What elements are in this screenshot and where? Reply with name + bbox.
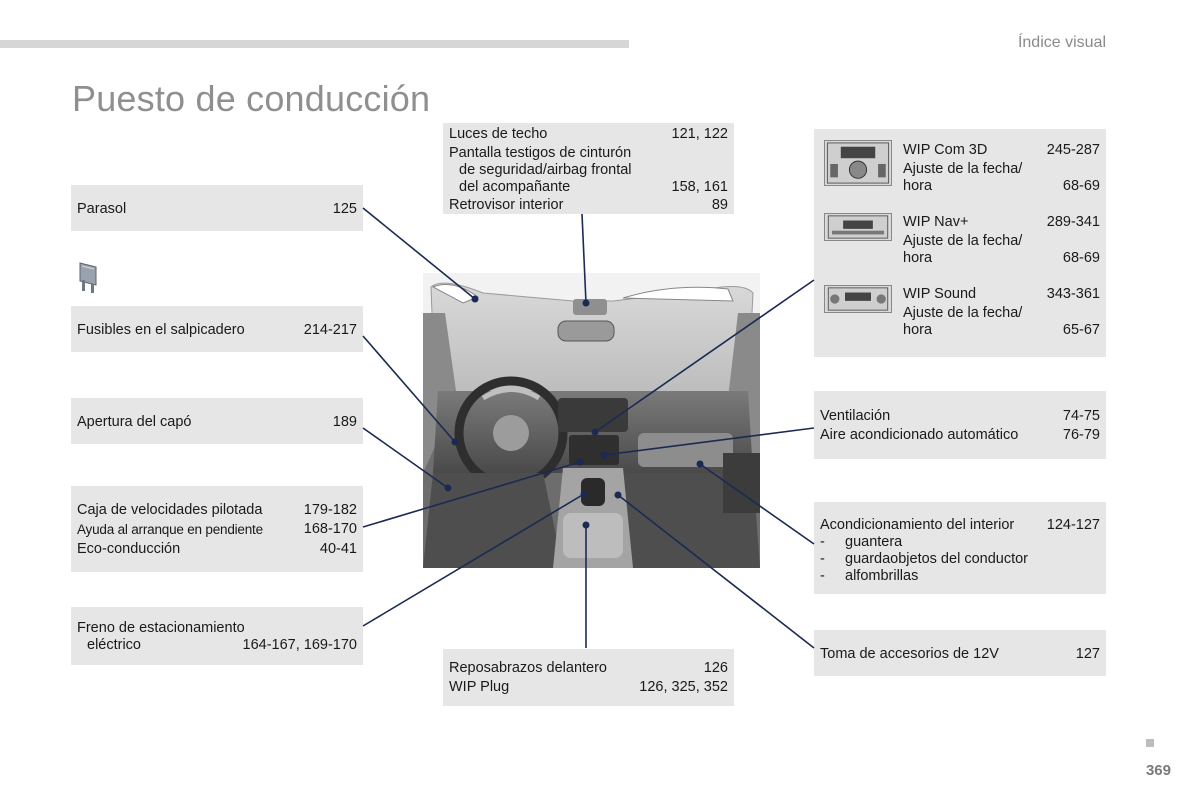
wip-nav-sub-page[interactable]: 68-69 (1062, 250, 1100, 266)
section-label: Índice visual (1017, 34, 1106, 51)
wip-com-3d-sub1: Ajuste de la fecha/ (903, 161, 1023, 177)
toma-page[interactable]: 127 (1075, 646, 1100, 662)
wip-plug-page[interactable]: 126, 325, 352 (639, 679, 728, 695)
box-fusibles: Fusibles en el salpicadero 214-217 (71, 306, 363, 352)
box-freno: Freno de estacionamiento eléctrico 164-16… (71, 607, 363, 665)
fuse-icon (79, 262, 97, 293)
box-ventilacion: Ventilación 74-75 Aire acondicionado auto… (814, 391, 1106, 459)
fusibles-page[interactable]: 214-217 (303, 322, 357, 338)
fusibles-label: Fusibles en el salpicadero (77, 322, 245, 338)
aire-acondicionado-page[interactable]: 76-79 (1062, 427, 1100, 443)
box-luces: Luces de techo 121, 122 Pantalla testigos… (443, 123, 734, 214)
box-acondicionamiento: Acondicionamiento del interior 124-127 -g… (814, 502, 1106, 594)
acondicionamiento-label: Acondicionamiento del interior (820, 517, 1015, 533)
acondicionamiento-page[interactable]: 124-127 (1046, 517, 1100, 533)
luces-page[interactable]: 121, 122 (671, 126, 728, 142)
acond-item-1: -guardaobjetos del conductor (820, 551, 1028, 567)
luces-label: Luces de techo (449, 126, 548, 142)
aire-acondicionado-label: Aire acondicionado automático (820, 427, 1019, 443)
top-rule (0, 40, 629, 48)
caja-page-1[interactable]: 168-170 (303, 521, 357, 537)
pantalla-label-2: de seguridad/airbag frontal (459, 162, 632, 178)
reposabrazos-page[interactable]: 126 (703, 660, 728, 676)
audio-entry-0: WIP Com 3D 245-287 Ajuste de la fecha/ ho… (903, 142, 1100, 195)
wip-nav-thumbnail (824, 213, 892, 241)
box-caja: Caja de velocidades pilotada 179-182 Ayud… (71, 486, 363, 572)
ventilacion-page[interactable]: 74-75 (1062, 408, 1100, 424)
retrovisor-label: Retrovisor interior (449, 197, 564, 213)
cockpit-drawing (423, 273, 760, 568)
pantalla-label-3: del acompañante (459, 179, 571, 195)
caja-page-2[interactable]: 40-41 (319, 541, 357, 557)
wip-nav-page[interactable]: 289-341 (1046, 214, 1100, 230)
wip-sound-sub2: hora (903, 322, 933, 338)
box-parasol: Parasol 125 (71, 185, 363, 231)
wip-sound-thumbnail (824, 285, 892, 313)
wip-sound-sub-page[interactable]: 65-67 (1062, 322, 1100, 338)
freno-page[interactable]: 164-167, 169-170 (242, 637, 358, 653)
wip-nav-sub1: Ajuste de la fecha/ (903, 233, 1023, 249)
acond-item-0: -guantera (820, 534, 903, 550)
box-capo: Apertura del capó 189 (71, 398, 363, 444)
freno-label-1: Freno de estacionamiento (77, 620, 245, 636)
reposabrazos-label: Reposabrazos delantero (449, 660, 607, 676)
cockpit-illustration (423, 273, 760, 568)
acond-item-2: -alfombrillas (820, 568, 919, 584)
wip-nav-sub2: hora (903, 250, 933, 266)
wip-plug-label: WIP Plug (449, 679, 510, 695)
wip-sound-label: WIP Sound (903, 286, 977, 302)
wip-com-3d-label: WIP Com 3D (903, 142, 988, 158)
page-number: 369 (1145, 762, 1171, 779)
caja-page-0[interactable]: 179-182 (303, 502, 357, 518)
wip-sound-page[interactable]: 343-361 (1046, 286, 1100, 302)
box-toma: Toma de accesorios de 12V 127 (814, 630, 1106, 676)
audio-entry-2: WIP Sound 343-361 Ajuste de la fecha/ hor… (903, 286, 1100, 339)
parasol-page[interactable]: 125 (332, 201, 357, 217)
capo-page[interactable]: 189 (332, 414, 357, 430)
pantalla-label-1: Pantalla testigos de cinturón (449, 145, 632, 161)
parasol-label: Parasol (77, 201, 127, 217)
freno-label-2: eléctrico (87, 637, 141, 653)
pantalla-page[interactable]: 158, 161 (671, 179, 728, 195)
caja-label-1: Ayuda al arranque en pendiente (77, 522, 263, 537)
caja-label-0: Caja de velocidades pilotada (77, 502, 263, 518)
wip-sound-sub1: Ajuste de la fecha/ (903, 305, 1023, 321)
wip-nav-label: WIP Nav+ (903, 214, 969, 230)
toma-label: Toma de accesorios de 12V (820, 646, 999, 662)
capo-label: Apertura del capó (77, 414, 192, 430)
audio-entry-1: WIP Nav+ 289-341 Ajuste de la fecha/ hora… (903, 214, 1100, 267)
caja-label-2: Eco-conducción (77, 541, 181, 557)
page-title: Puesto de conducción (72, 78, 431, 119)
wip-com-3d-thumbnail (824, 140, 892, 186)
wip-com-3d-page[interactable]: 245-287 (1046, 142, 1100, 158)
wip-com-3d-sub-page[interactable]: 68-69 (1062, 178, 1100, 194)
page-marker (1146, 739, 1154, 747)
ventilacion-label: Ventilación (820, 408, 891, 424)
retrovisor-page[interactable]: 89 (711, 197, 728, 213)
box-reposabrazos: Reposabrazos delantero 126 WIP Plug 126, 3… (443, 649, 734, 706)
wip-com-3d-sub2: hora (903, 178, 933, 194)
